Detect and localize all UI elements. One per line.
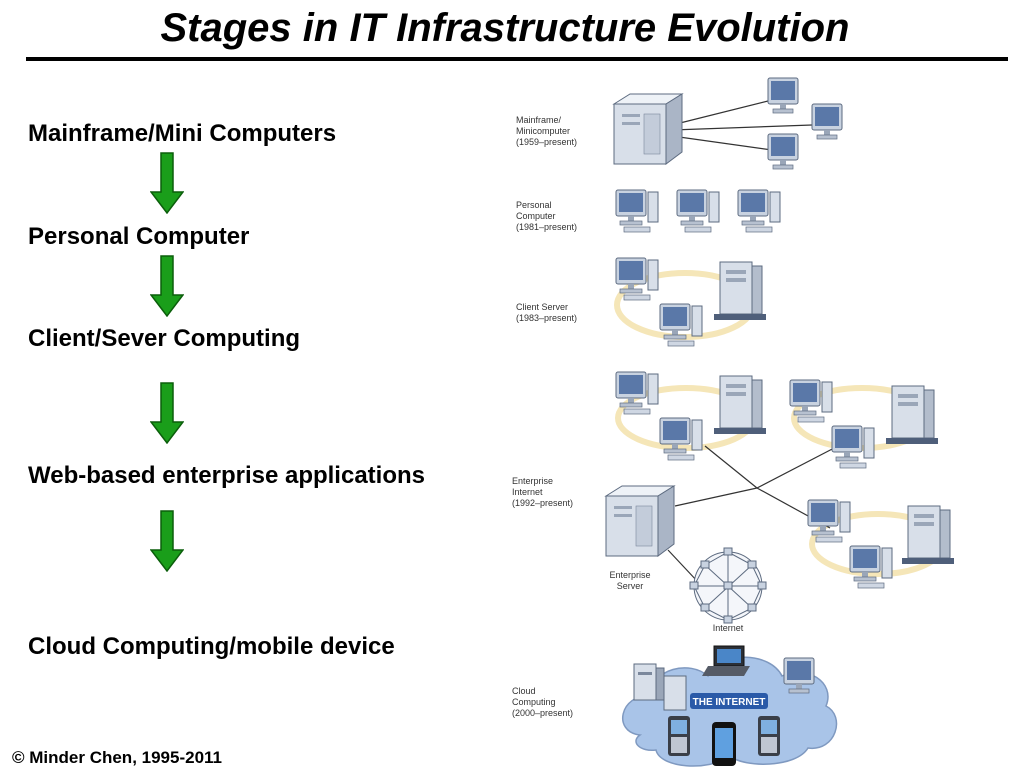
laptop-icon: [702, 645, 750, 676]
server-icon: [885, 385, 939, 445]
client-server-label-line1: Client Server: [516, 302, 568, 312]
stage-web-enterprise: Web-based enterprise applications: [28, 462, 425, 489]
mobile-device-icon: [668, 716, 690, 756]
slide-title: Stages in IT Infrastructure Evolution: [160, 6, 850, 50]
cloud-label-line1: Cloud: [512, 686, 536, 696]
mainframe-label-line2: Minicomputer: [516, 126, 570, 136]
smartphone-icon: [712, 722, 736, 766]
infrastructure-diagram: Mainframe/ Minicomputer (1959–present) P…: [512, 77, 955, 767]
down-arrow-icon: [150, 382, 184, 444]
enterprise-server-label: Enterprise Server: [609, 570, 650, 591]
pc-icon: [615, 189, 659, 233]
enterprise-label-line3: (1992–present): [512, 498, 573, 508]
down-arrow-icon: [150, 510, 184, 572]
pc-icon: [737, 189, 781, 233]
internet-globe-icon: [689, 547, 767, 624]
client-pc-icon: [659, 417, 703, 461]
stage-personal-computer: Personal Computer: [28, 223, 250, 250]
terminal-icon: [811, 103, 843, 140]
enterprise-label: Enterprise Internet (1992–present): [512, 476, 573, 508]
stage-client-server: Client/Sever Computing: [28, 325, 301, 352]
server-icon: [713, 375, 767, 435]
pc-label-line3: (1981–present): [516, 222, 577, 232]
stage-cloud: Cloud Computing/mobile device: [28, 633, 395, 660]
enterprise-server-label-line2: Server: [617, 581, 644, 591]
down-arrow-icon: [150, 255, 184, 317]
enterprise-label-line2: Internet: [512, 487, 543, 497]
server-icon: [713, 261, 767, 321]
mainframe-label-line3: (1959–present): [516, 137, 577, 147]
client-pc-icon: [831, 425, 875, 469]
client-server-label-line2: (1983–present): [516, 313, 577, 323]
enterprise-label-line1: Enterprise: [512, 476, 553, 486]
internet-label: Internet: [713, 623, 744, 633]
enterprise-server-label-line1: Enterprise: [609, 570, 650, 580]
terminal-icon: [767, 133, 799, 170]
pc-label-line2: Computer: [516, 211, 556, 221]
mainframe-links: [671, 99, 813, 151]
pc-label: Personal Computer (1981–present): [516, 200, 577, 232]
client-server-label: Client Server (1983–present): [516, 302, 577, 323]
stage-mainframe: Mainframe/Mini Computers: [28, 120, 337, 147]
terminal-icon: [767, 77, 799, 114]
server-icon: [901, 505, 955, 565]
title-rule: [26, 57, 1008, 61]
mainframe-icon: [613, 93, 683, 165]
client-pc-icon: [849, 545, 893, 589]
mobile-device-icon: [758, 716, 780, 756]
enterprise-server-icon: [605, 485, 675, 557]
cloud-label-line2: Computing: [512, 697, 556, 707]
mainframe-label-line1: Mainframe/: [516, 115, 562, 125]
pc-icon: [676, 189, 720, 233]
copyright-footer: © Minder Chen, 1995-2011: [12, 748, 223, 767]
cloud-server-icon: [633, 663, 687, 711]
down-arrow-icon: [150, 152, 184, 214]
cloud-label: Cloud Computing (2000–present): [512, 686, 573, 718]
mainframe-label: Mainframe/ Minicomputer (1959–present): [516, 115, 577, 147]
pc-label-line1: Personal: [516, 200, 552, 210]
cloud-label-line3: (2000–present): [512, 708, 573, 718]
cloud-badge: THE INTERNET: [690, 693, 768, 709]
cloud-badge-text: THE INTERNET: [693, 697, 766, 708]
